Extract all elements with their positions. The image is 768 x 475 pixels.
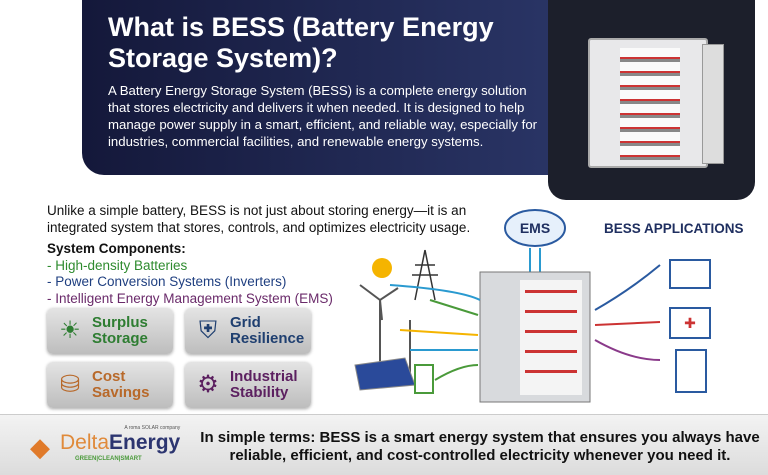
hero-banner: What is BESS (Battery Energy Storage Sys… — [82, 0, 562, 175]
bess-unit — [479, 271, 591, 403]
svg-text:✚: ✚ — [684, 315, 696, 331]
factory-gear-icon: ⚙ — [197, 371, 219, 398]
wind-turbine-icon — [359, 284, 411, 375]
factory-icon — [669, 259, 711, 289]
solar-battery-icon: ☀ — [59, 317, 81, 344]
bess-cabinet-image — [588, 38, 724, 168]
transmission-tower-icon — [412, 249, 438, 301]
system-components: System Components: - High-density Batter… — [47, 241, 333, 307]
benefit-industrial-stability: ⚙Industrial Stability — [185, 362, 311, 408]
benefit-grid-resilience: ⛨Grid Resilience — [185, 308, 311, 354]
benefit-cost-savings: ⛁Cost Savings — [47, 362, 173, 408]
hospital-icon: ✚ — [669, 307, 711, 339]
office-building-icon — [675, 349, 707, 393]
tower-shield-icon: ⛨ — [199, 317, 217, 344]
component-item: - Power Conversion Systems (Inverters) — [47, 274, 287, 289]
component-item: - Intelligent Energy Management System (… — [47, 290, 333, 306]
benefit-surplus-storage: ☀Surplus Storage — [47, 308, 173, 354]
intro-text: Unlike a simple battery, BESS is not jus… — [47, 203, 471, 235]
brand-note: A roma SOLAR company — [124, 425, 181, 431]
delta-energy-logo: ◆ A roma SOLAR company DeltaEnergy GREEN… — [30, 425, 190, 469]
hero-description: A Battery Energy Storage System (BESS) i… — [108, 83, 538, 149]
flame-leaf-icon: ◆ — [30, 432, 50, 462]
bess-cabinet-panel — [548, 0, 755, 200]
applications-title: BESS APPLICATIONS — [604, 221, 744, 236]
ems-cloud-icon — [504, 209, 566, 247]
footer: ◆ A roma SOLAR company DeltaEnergy GREEN… — [0, 414, 768, 475]
brand-tagline: GREEN|CLEAN|SMART — [75, 456, 142, 462]
brand-name: DeltaEnergy — [60, 431, 181, 454]
battery-icon — [414, 364, 434, 394]
summary-text: In simple terms: BESS is a smart energy … — [200, 429, 760, 464]
coins-down-icon: ⛁ — [59, 371, 81, 398]
solar-panel-icon — [354, 357, 416, 391]
component-item: - High-density Batteries — [47, 257, 188, 273]
ems-label: EMS — [520, 220, 550, 236]
bess-diagram: EMS BESS APPLICATIONS ✚ — [354, 209, 744, 403]
components-heading: System Components: — [47, 241, 186, 256]
sun-icon — [372, 258, 392, 278]
page-title: What is BESS (Battery Energy Storage Sys… — [108, 12, 494, 73]
